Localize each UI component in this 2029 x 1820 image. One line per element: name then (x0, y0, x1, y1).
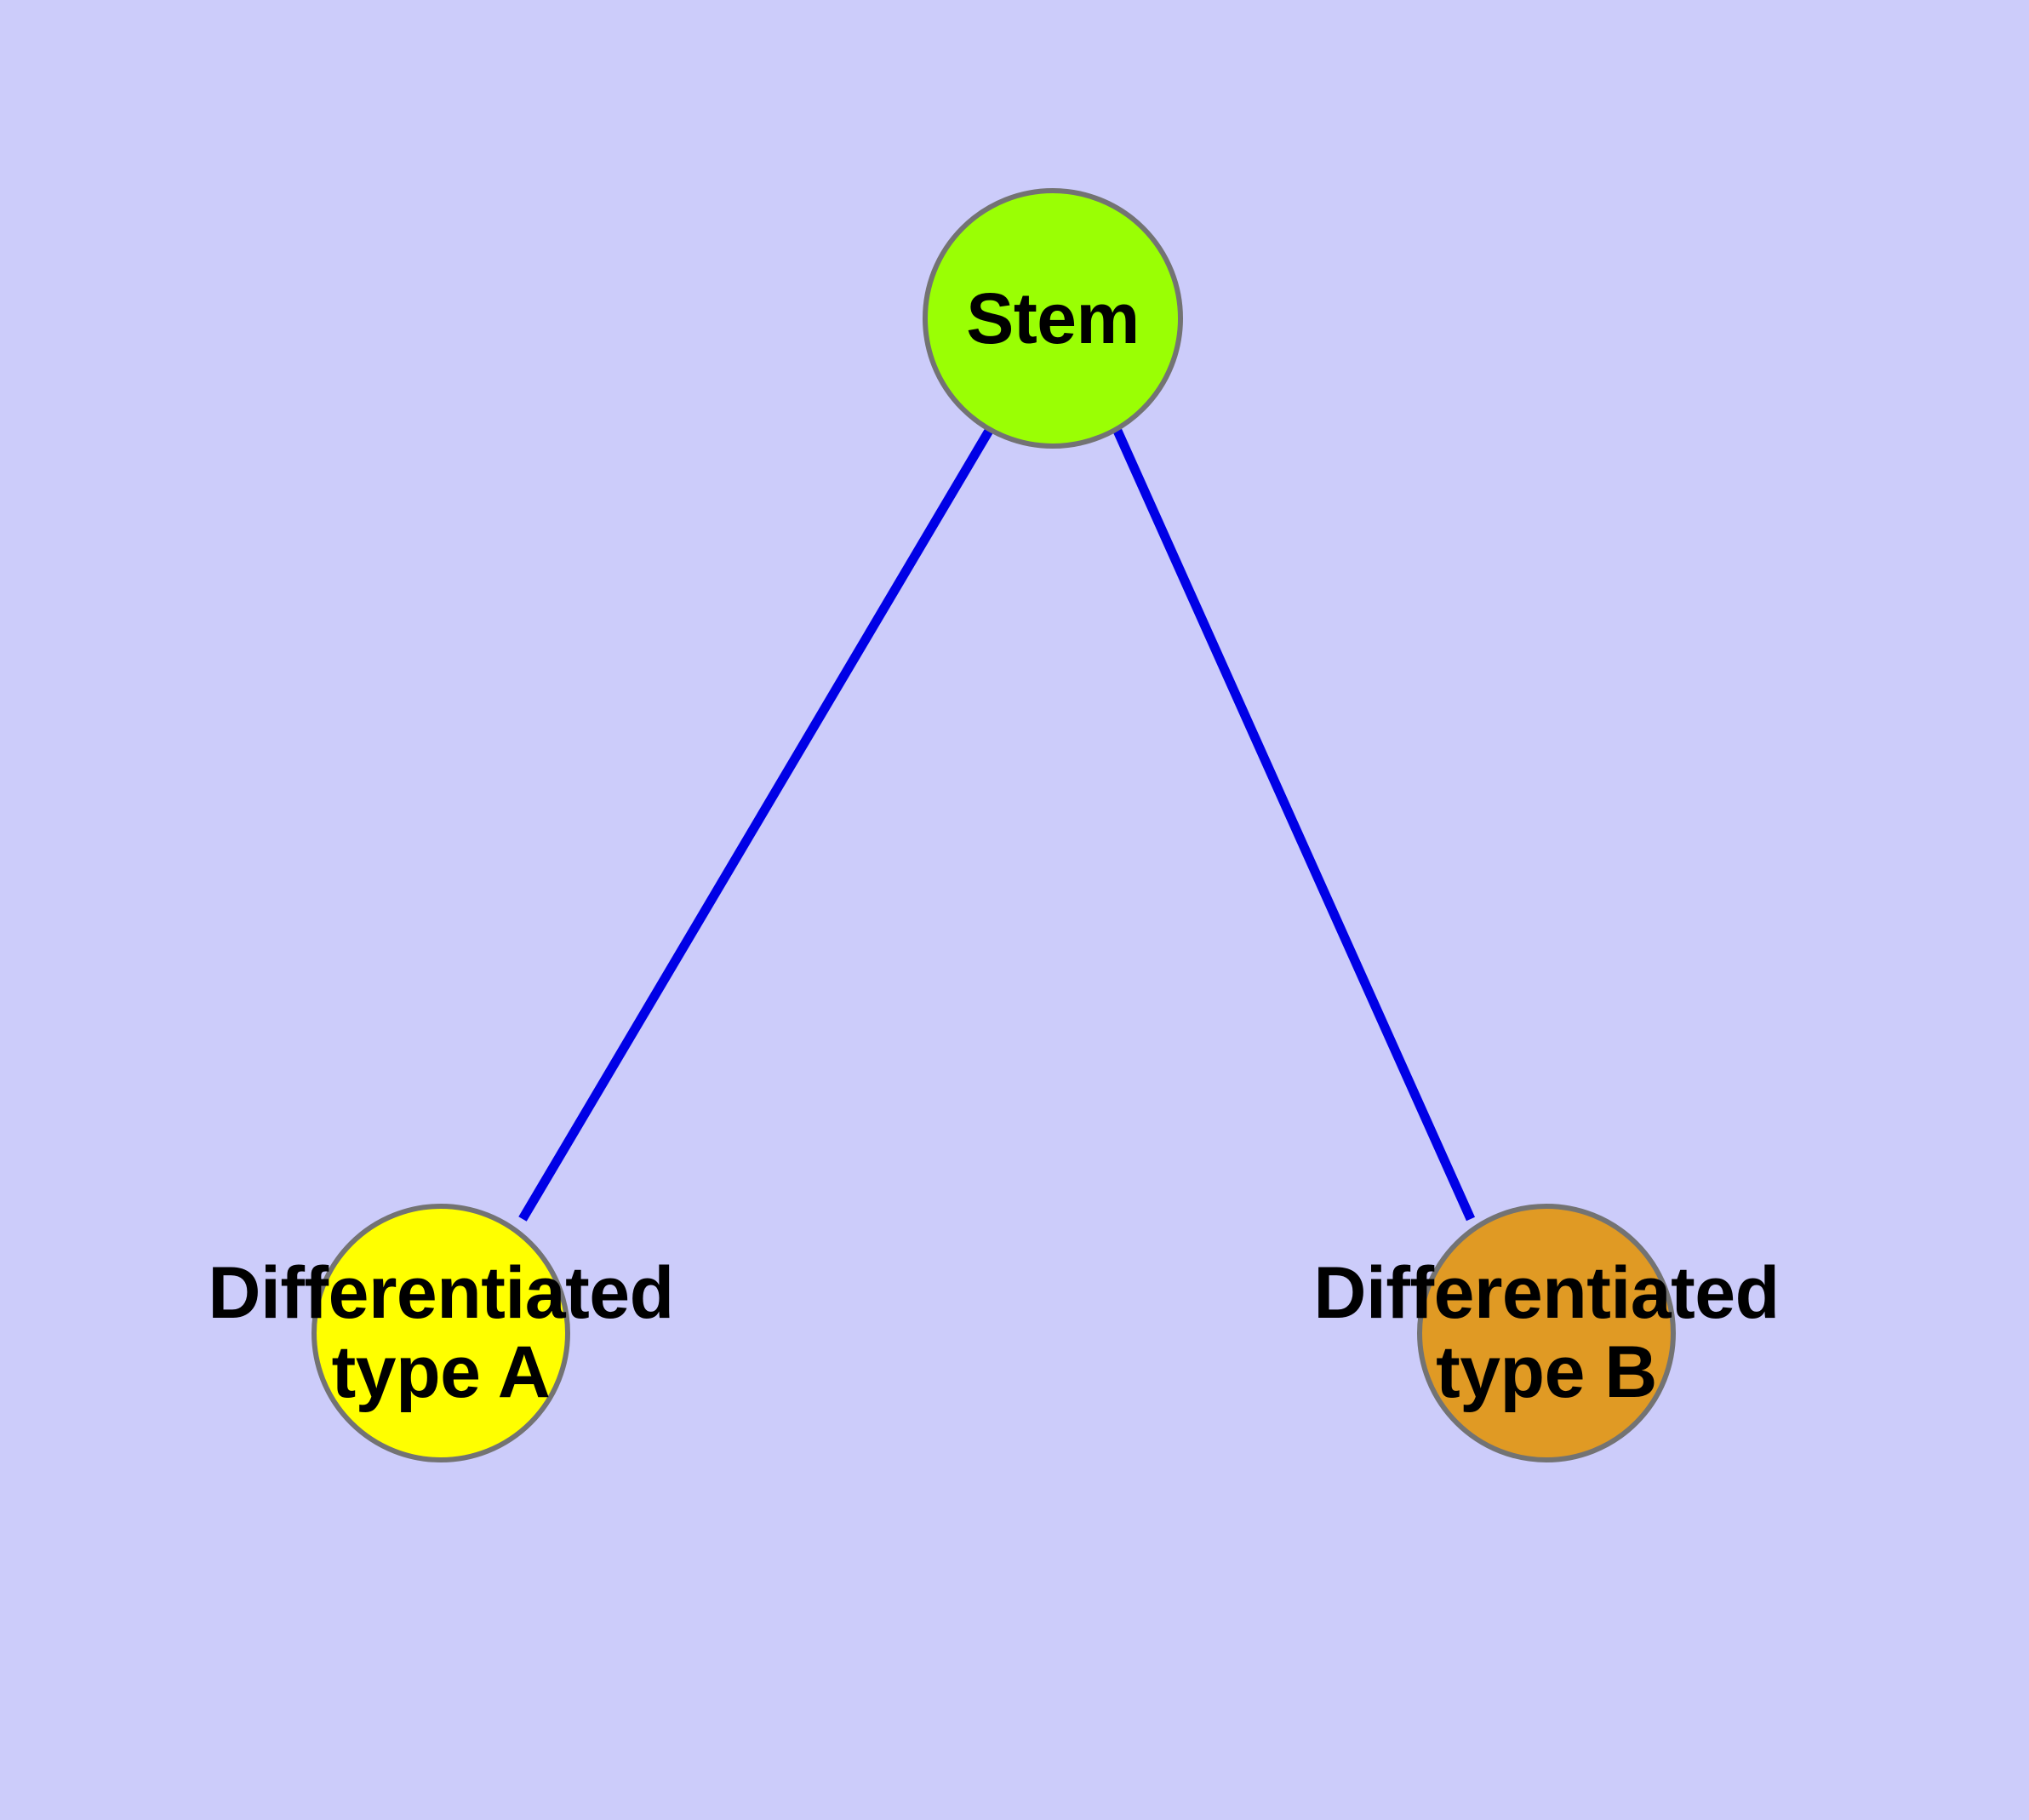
node-differentiated-type-b[interactable] (1417, 1204, 1676, 1462)
node-stem[interactable] (923, 188, 1183, 449)
edge-stem-to-diff-a[interactable] (518, 428, 993, 1222)
edge-stem-to-diff-b[interactable] (1112, 428, 1476, 1222)
node-differentiated-type-a[interactable] (311, 1204, 570, 1462)
